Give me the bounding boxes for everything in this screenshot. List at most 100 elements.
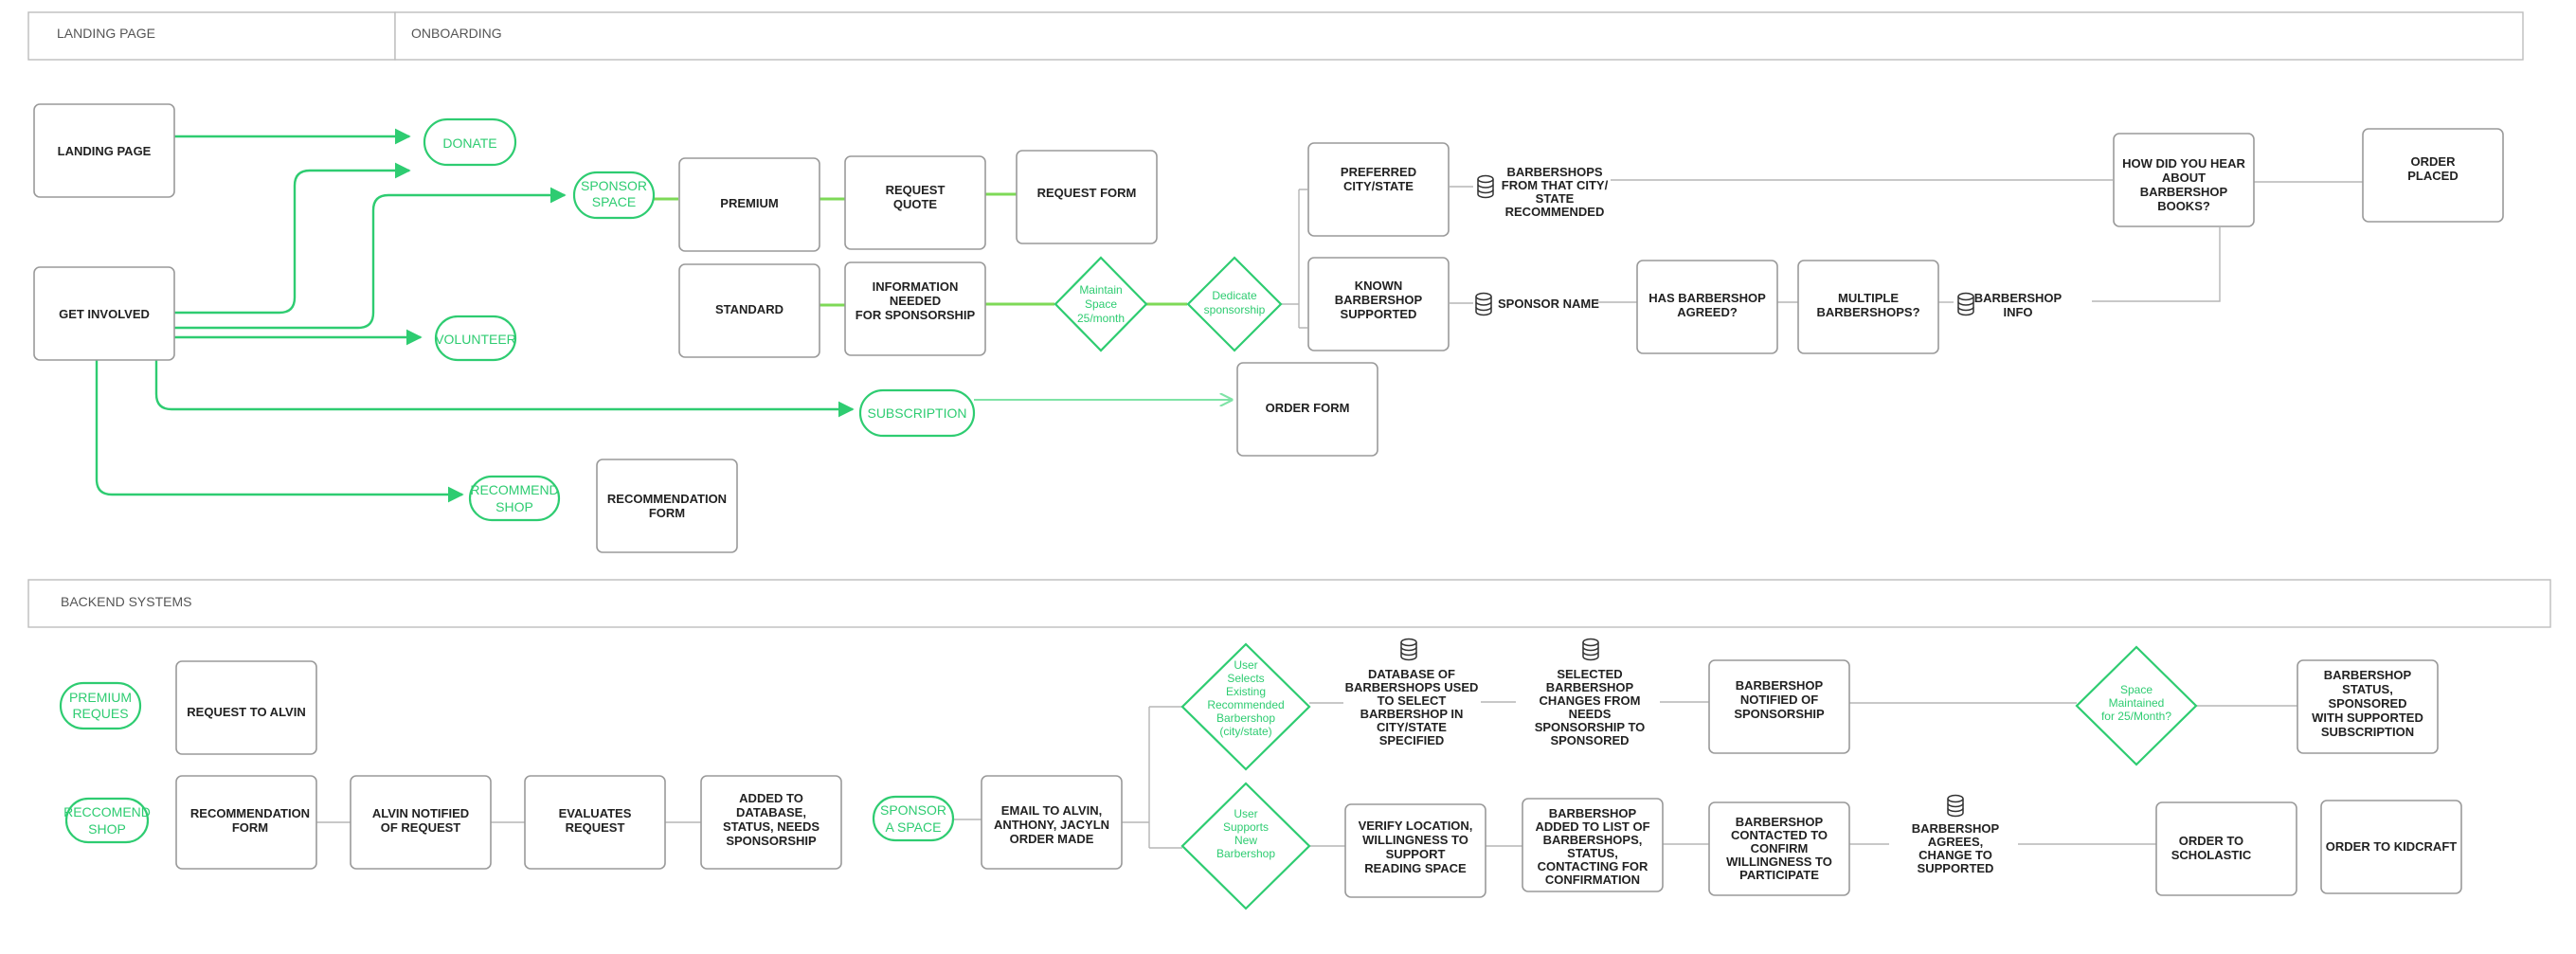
node-email-to-alvin[interactable]: EMAIL TO ALVIN, ANTHONY, JACYLN ORDER MA… [981,775,1123,870]
database-icon [1947,794,1964,818]
node-label: STATE [1536,191,1575,206]
backend-connectors [316,701,2297,849]
node-label: BARBERSHOP [1736,815,1824,829]
node-label: Space [2120,683,2153,696]
node-label: REQUEST [566,820,625,835]
node-label: ANTHONY, JACYLN [994,818,1109,832]
node-label: VOLUNTEER [435,332,516,347]
node-label: REQUEST FORM [1037,186,1137,200]
node-information-needed[interactable]: INFORMATION NEEDED FOR SPONSORSHIP [844,261,986,356]
node-order-to-kidcraft[interactable]: ORDER TO KIDCRAFT [2320,800,2462,894]
node-reccomend-shop[interactable]: RECCOMEND SHOP [63,797,151,844]
node-label: INFO [2003,305,2032,319]
node-request-to-alvin[interactable]: REQUEST TO ALVIN [175,660,317,755]
node-barbershop-contacted[interactable]: BARBERSHOP CONTACTED TO CONFIRM WILLINGN… [1708,801,1850,896]
section-label-landing: LANDING PAGE [57,26,155,41]
node-label: REQUEST TO ALVIN [187,705,305,719]
node-recommend-shop[interactable]: RECOMMEND SHOP [468,475,561,522]
node-maintain-space[interactable]: Maintain Space 25/month [1054,256,1148,352]
node-user-selects-existing[interactable]: User Selects Existing Recommended Barber… [1180,642,1311,771]
node-barbershop-status-sponsored[interactable]: BARBERSHOP STATUS, SPONSORED WITH SUPPOR… [2297,659,2439,754]
section-header-onboarding: ONBOARDING [394,11,2524,61]
node-label: BARBERSHOP [1546,680,1634,694]
node-user-supports-new[interactable]: User Supports New Barbershop [1180,782,1311,910]
node-label: ORDER TO KIDCRAFT [2326,839,2457,854]
node-dedicate-sponsorship[interactable]: Dedicate sponsorship [1186,256,1283,352]
node-label: Supports [1223,820,1269,834]
node-barbershops-recommended: BARBERSHOPS FROM THAT CITY/ STATE RECOMM… [1477,165,1609,219]
node-barbershop-agrees: BARBERSHOP AGREES, CHANGE TO SUPPORTED [1912,794,2000,875]
node-label: SHOP [88,821,126,837]
node-label: BOOKS? [2157,199,2210,213]
node-selected-barbershop-changes: SELECTED BARBERSHOP CHANGES FROM NEEDS S… [1535,638,1646,747]
node-label: Recommended [1207,698,1284,711]
node-known-barbershop[interactable]: KNOWN BARBERSHOP SUPPORTED [1307,257,1450,351]
node-label: STATUS, NEEDS [723,819,820,834]
node-label: BARBERSHOPS? [1816,305,1919,319]
node-label: BARBERSHOP [1912,821,2000,836]
node-sponsor-a-space[interactable]: SPONSOR A SPACE [872,795,955,842]
node-label: SUPPORTED [1341,307,1417,321]
node-order-form[interactable]: ORDER FORM [1236,362,1378,457]
node-get-involved[interactable]: GET INVOLVED [33,266,175,361]
node-barbershop-notified[interactable]: BARBERSHOP NOTIFIED OF SPONSORSHIP [1708,659,1850,754]
node-label: WILLINGNESS TO [1726,855,1832,869]
node-preferred-city[interactable]: PREFERRED CITY/STATE [1307,142,1450,237]
node-label: for 25/Month? [2101,710,2171,723]
node-label: RECCOMEND [63,804,151,819]
onboarding-connectors [95,128,2363,503]
node-space-maintained[interactable]: Space Maintained for 25/Month? [2075,645,2198,766]
database-icon [1475,292,1492,316]
node-verify-location[interactable]: VERIFY LOCATION, WILLINGNESS TO SUPPORT … [1344,803,1486,898]
node-multiple-barbershops[interactable]: MULTIPLE BARBERSHOPS? [1797,260,1939,354]
node-label: QUOTE [893,197,938,211]
node-label: Maintained [2109,696,2165,710]
node-label: AGREED? [1677,305,1738,319]
node-alvin-notified[interactable]: ALVIN NOTIFIED OF REQUEST [350,775,492,870]
node-premium-reques[interactable]: PREMIUM REQUES [59,681,142,730]
node-label: ABOUT [2162,171,2206,185]
node-label: FORM [649,506,685,520]
node-sponsor-space[interactable]: SPONSOR SPACE [572,171,656,220]
node-label: BARBERSHOP [2140,185,2228,199]
node-backend-recommendation-form[interactable]: RECOMMENDATION FORM [175,775,317,870]
node-request-quote[interactable]: REQUEST QUOTE [844,155,986,250]
node-label: PARTICIPATE [1739,868,1819,882]
node-order-to-scholastic[interactable]: ORDER TO SCHOLASTIC [2155,801,2297,896]
node-how-did-you-hear[interactable]: HOW DID YOU HEAR ABOUT BARBERSHOP BOOKS? [2113,133,2255,227]
node-label: SUBSCRIPTION [867,405,966,421]
node-label: REQUES [72,706,128,721]
node-volunteer[interactable]: VOLUNTEER [434,315,517,362]
node-label: SUBSCRIPTION [2321,725,2414,739]
node-label: SPONSORSHIP TO [1535,720,1646,734]
section-header-landing: LANDING PAGE [27,11,396,61]
node-label: LANDING PAGE [58,144,152,158]
node-label: INFORMATION [873,279,959,294]
node-database-of-barbershops: DATABASE OF BARBERSHOPS USED TO SELECT B… [1345,638,1478,747]
node-label: BARBERSHOP [1549,806,1637,820]
node-subscription[interactable]: SUBSCRIPTION [858,388,976,438]
node-premium[interactable]: PREMIUM [678,157,820,252]
node-label: SPONSORED [1550,733,1629,747]
node-standard[interactable]: STANDARD [678,263,820,358]
node-request-form[interactable]: REQUEST FORM [1016,150,1158,244]
node-landing-page[interactable]: LANDING PAGE [33,103,175,198]
node-barbershop-added[interactable]: BARBERSHOP ADDED TO LIST OF BARBERSHOPS,… [1522,798,1664,892]
node-label: SPACE [592,194,636,209]
node-label: Barbershop [1216,711,1275,725]
node-label: (city/state) [1219,725,1271,738]
node-evaluates-request[interactable]: EVALUATES REQUEST [524,775,666,870]
node-order-placed[interactable]: ORDER PLACED [2362,128,2504,223]
node-label: VERIFY LOCATION, [1359,819,1473,833]
node-added-to-database[interactable]: ADDED TO DATABASE, STATUS, NEEDS SPONSOR… [700,775,842,870]
node-recommendation-form[interactable]: RECOMMENDATION FORM [596,459,738,553]
node-label: BARBERSHOP [2324,668,2412,682]
node-label: DATABASE, [736,805,806,819]
node-label: BARBERSHOP [1974,291,2063,305]
node-label: STANDARD [715,302,784,316]
node-donate[interactable]: DONATE [423,117,517,167]
node-has-barbershop-agreed[interactable]: HAS BARBERSHOP AGREED? [1636,260,1778,354]
node-label: DONATE [442,135,496,151]
node-label: ORDER FORM [1266,401,1350,415]
